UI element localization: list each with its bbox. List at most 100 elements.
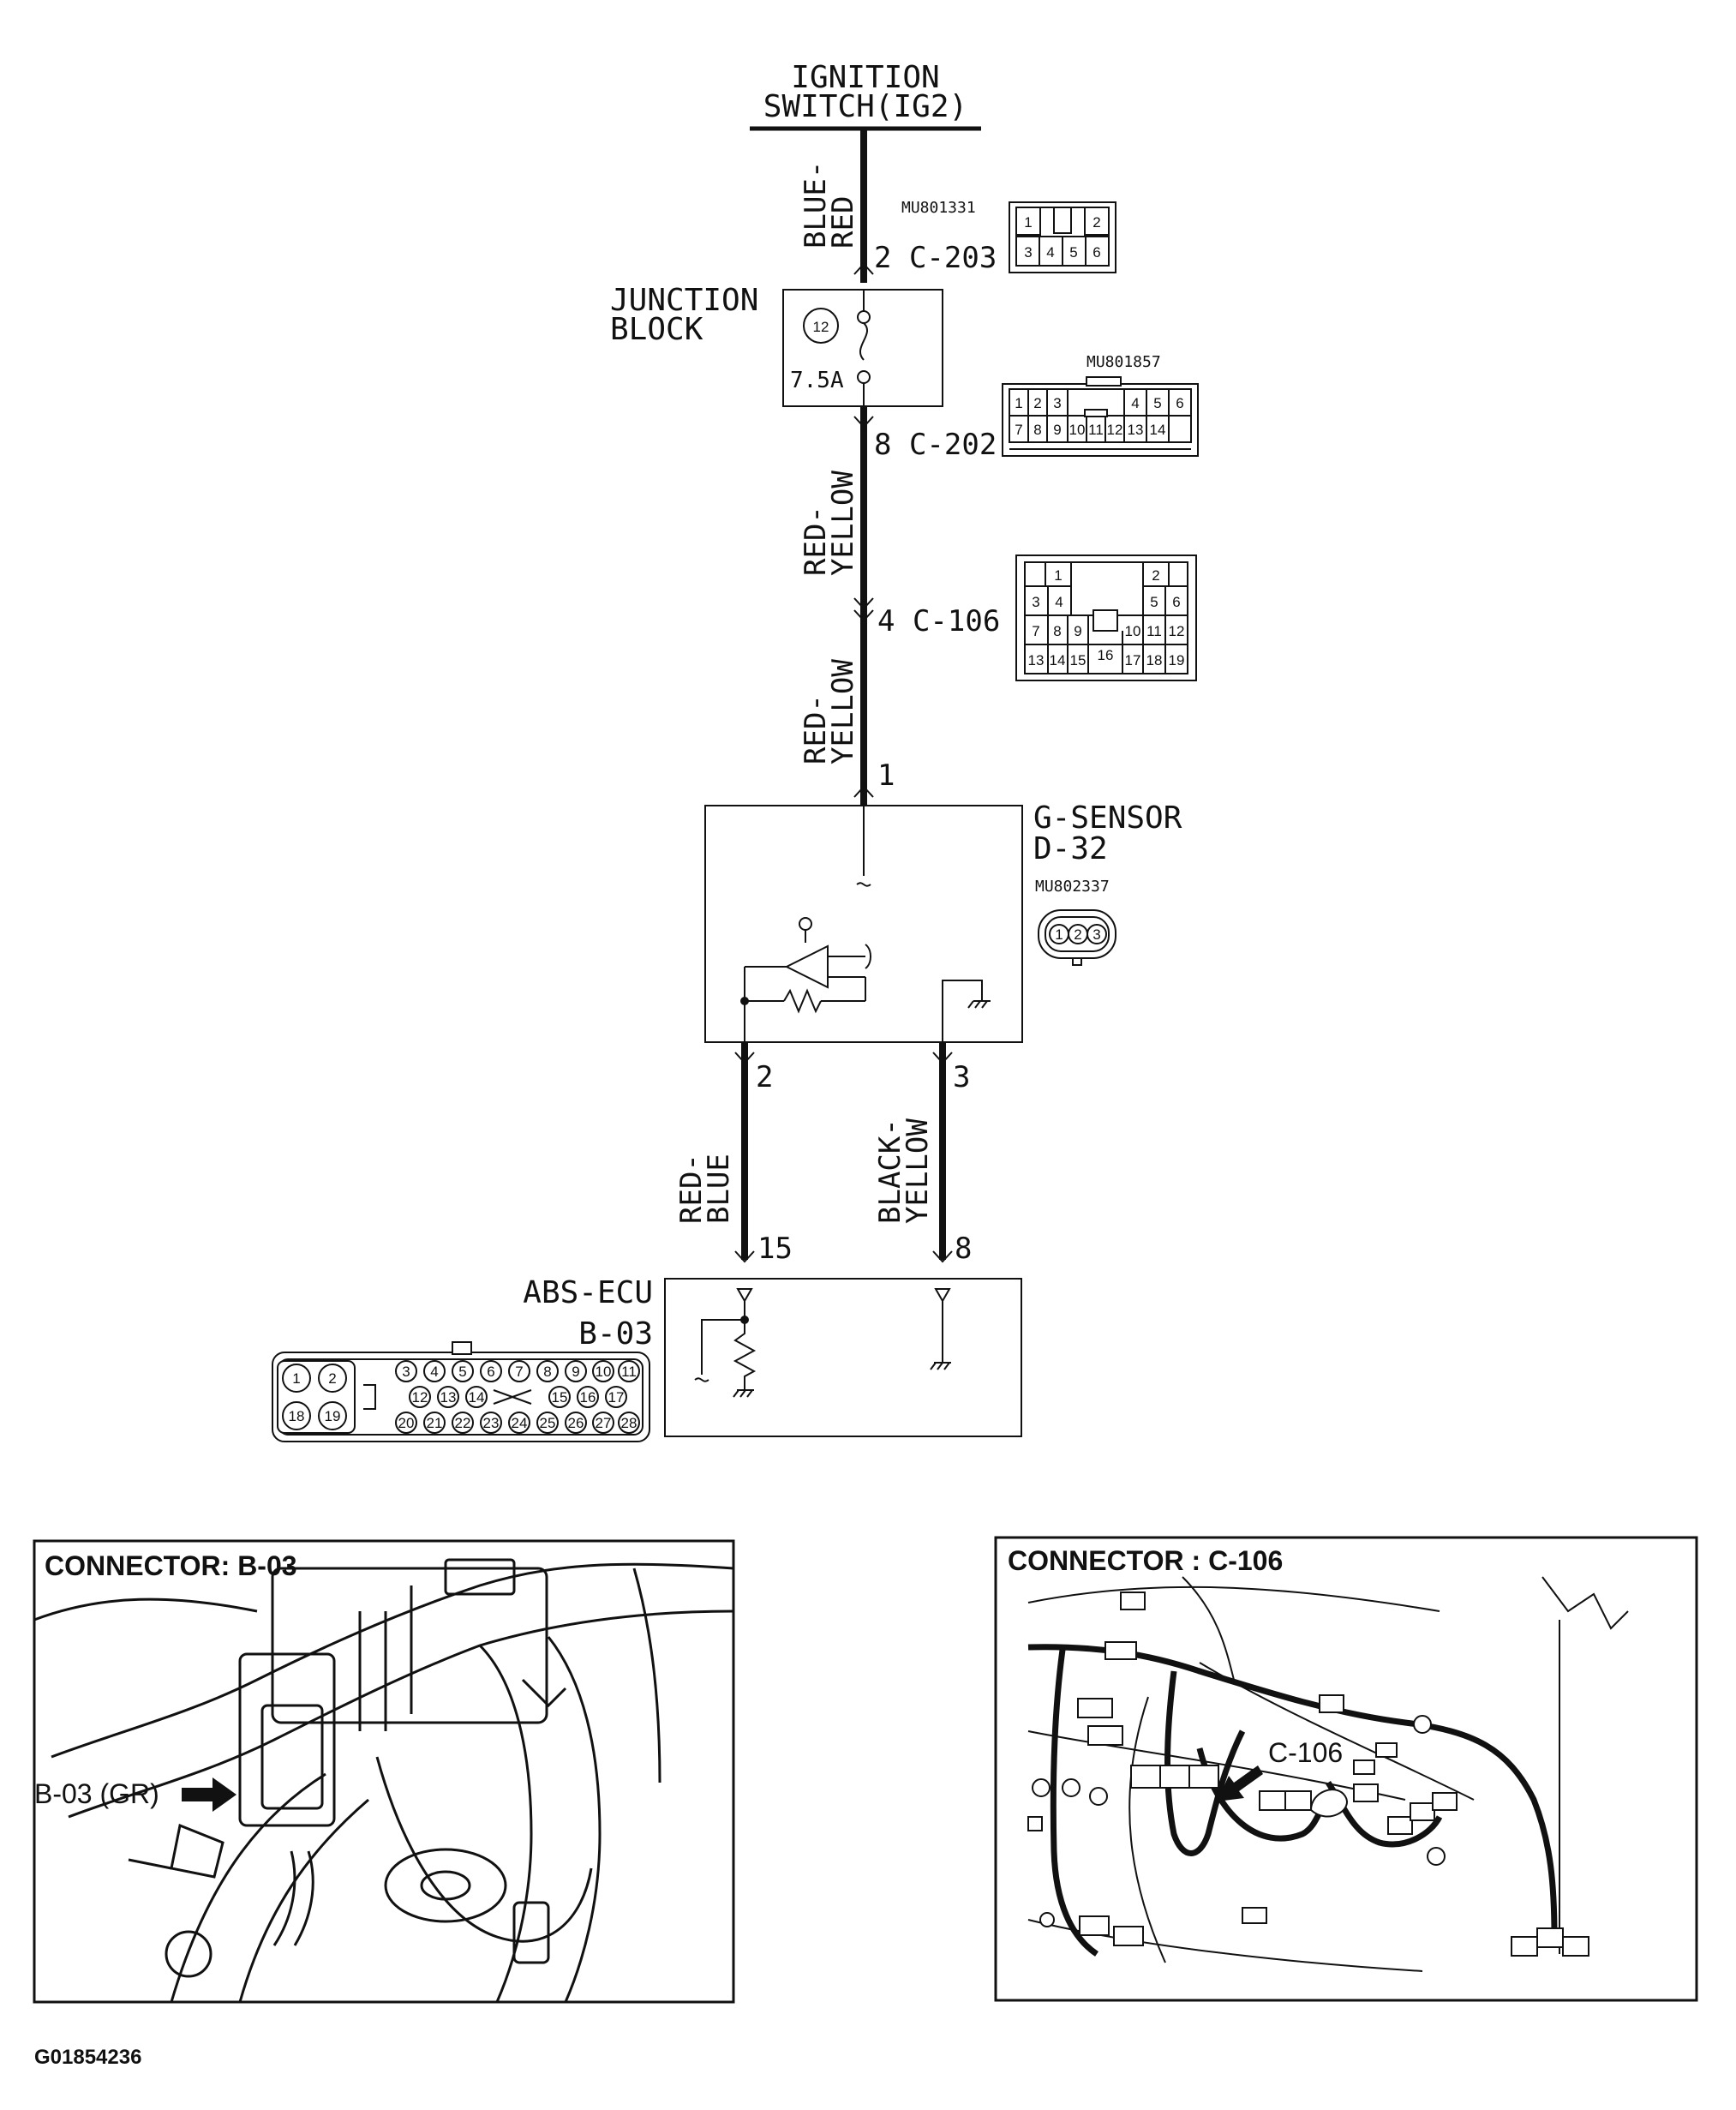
svg-text:16: 16 <box>1098 647 1114 663</box>
c203-arrow <box>853 262 874 275</box>
gsensor-pin3-arrow <box>932 1052 953 1064</box>
gsensor-part: MU802337 <box>1035 878 1110 896</box>
svg-text:13: 13 <box>440 1389 457 1406</box>
b03-panel-title: CONNECTOR: B-03 <box>45 1550 297 1581</box>
fuse-number: 12 <box>813 319 829 335</box>
svg-text:3: 3 <box>1024 244 1032 261</box>
ignition-label-2: SWITCH(IG2) <box>763 89 967 124</box>
svg-text:11: 11 <box>621 1364 637 1380</box>
c202-part: MU801857 <box>1086 353 1161 371</box>
gsensor-connector-icon: 1 2 3 <box>1038 909 1116 966</box>
svg-text:1: 1 <box>1054 567 1062 584</box>
svg-text:19: 19 <box>325 1408 341 1424</box>
svg-text:6: 6 <box>1092 244 1100 261</box>
svg-text:12: 12 <box>1107 422 1123 438</box>
c203-part: MU801331 <box>901 199 976 217</box>
junction-label-1: JUNCTION <box>610 283 758 318</box>
wire-top-label-1: BLUE- <box>799 161 833 249</box>
abs-ecu-box <box>664 1278 1022 1437</box>
ignition-label-1: IGNITION <box>791 60 939 95</box>
svg-text:4: 4 <box>430 1364 438 1380</box>
wire-top-label-2: RED <box>826 196 860 249</box>
wire-left-label-2: BLUE <box>702 1154 736 1224</box>
ecu-pin8: 8 <box>955 1232 972 1266</box>
c106-arrow-2 <box>853 609 874 622</box>
svg-text:8: 8 <box>1053 623 1061 639</box>
gsensor-pin1-arrow <box>853 785 874 798</box>
c106-connector-icon: 1 2 3 4 5 6 7 8 9 10 11 12 13 14 15 16 1… <box>1015 554 1197 681</box>
gsensor-label-2: D-32 <box>1033 831 1108 866</box>
wire-mid2-label-2: YELLOW <box>826 659 860 764</box>
svg-text:9: 9 <box>1074 623 1081 639</box>
c106-panel-title: CONNECTOR : C-106 <box>1008 1545 1283 1576</box>
svg-text:10: 10 <box>1069 422 1086 438</box>
c203-connector-icon: 1 2 3 4 5 6 <box>1009 201 1116 273</box>
svg-text:1: 1 <box>292 1370 300 1387</box>
svg-text:1: 1 <box>1024 214 1032 231</box>
svg-text:2: 2 <box>1092 214 1100 231</box>
ecu-pin15: 15 <box>757 1232 793 1266</box>
svg-text:9: 9 <box>1053 422 1061 438</box>
svg-text:26: 26 <box>568 1415 584 1431</box>
c106-callout: C-106 <box>1268 1737 1343 1768</box>
svg-text:7: 7 <box>1015 422 1022 438</box>
svg-text:22: 22 <box>455 1415 471 1431</box>
ecu-pin15-arrow <box>734 1250 755 1263</box>
gsensor-pin2-arrow <box>734 1052 755 1064</box>
svg-text:17: 17 <box>1125 652 1141 668</box>
svg-text:4: 4 <box>1046 244 1054 261</box>
gsensor-ground-icon <box>942 980 991 1035</box>
wire-mid2-label-1: RED- <box>799 694 833 764</box>
svg-text:14: 14 <box>1150 422 1166 438</box>
wire-right-label-1: BLACK- <box>873 1118 907 1224</box>
svg-text:2: 2 <box>1152 567 1159 584</box>
wire-right-label-2: YELLOW <box>901 1118 935 1224</box>
gsensor-label-1: G-SENSOR <box>1033 800 1182 836</box>
c106-arrow-1 <box>853 597 874 610</box>
svg-text:24: 24 <box>512 1415 528 1431</box>
ecu-input-circuit <box>694 1288 757 1398</box>
c106-label: 4 C-106 <box>877 604 1000 638</box>
svg-text:17: 17 <box>608 1389 625 1406</box>
svg-text:3: 3 <box>1092 926 1100 943</box>
wire-left-label-1: RED- <box>674 1154 709 1224</box>
svg-text:6: 6 <box>487 1364 494 1380</box>
svg-text:15: 15 <box>552 1389 568 1406</box>
svg-text:2: 2 <box>1074 926 1081 943</box>
svg-text:14: 14 <box>469 1389 485 1406</box>
svg-text:12: 12 <box>1169 623 1185 639</box>
b03-arrow-icon <box>182 1777 236 1812</box>
ecu-label-1: ABS-ECU <box>523 1275 653 1310</box>
svg-text:4: 4 <box>1055 594 1063 610</box>
svg-text:11: 11 <box>1146 623 1162 639</box>
fuse-rating: 7.5A <box>790 368 844 393</box>
c202-arrow <box>853 416 874 429</box>
svg-text:2: 2 <box>328 1370 336 1387</box>
svg-text:21: 21 <box>427 1415 443 1431</box>
svg-text:18: 18 <box>1146 652 1163 668</box>
svg-text:25: 25 <box>540 1415 556 1431</box>
ecu-ground-circuit <box>930 1288 951 1370</box>
svg-text:5: 5 <box>1150 594 1158 610</box>
svg-text:4: 4 <box>1131 395 1139 411</box>
svg-text:23: 23 <box>483 1415 500 1431</box>
svg-text:3: 3 <box>1032 594 1039 610</box>
svg-text:28: 28 <box>621 1415 638 1431</box>
svg-text:16: 16 <box>580 1389 596 1406</box>
svg-text:7: 7 <box>1032 623 1039 639</box>
connector-c106-panel: CONNECTOR : C-106 C-106 <box>994 1536 1698 2002</box>
wire-mid1-label-1: RED- <box>799 506 833 576</box>
svg-text:9: 9 <box>572 1364 579 1380</box>
svg-text:15: 15 <box>1070 652 1086 668</box>
svg-text:3: 3 <box>402 1364 410 1380</box>
ecu-connector-icon: 1 2 18 19 3 4 5 6 7 8 9 10 11 12 13 14 1… <box>272 1341 650 1442</box>
svg-text:6: 6 <box>1176 395 1183 411</box>
b03-callout: B-03 (GR) <box>34 1778 159 1809</box>
wire-mid1-label-2: YELLOW <box>826 471 860 576</box>
svg-text:3: 3 <box>1053 395 1061 411</box>
svg-text:13: 13 <box>1028 652 1045 668</box>
c202-connector-icon: 1 2 3 4 5 6 7 8 9 10 11 12 13 14 <box>1002 376 1199 457</box>
figure-id: G01854236 <box>34 2046 141 2069</box>
svg-text:18: 18 <box>289 1408 305 1424</box>
ecu-pin8-arrow <box>932 1250 953 1263</box>
